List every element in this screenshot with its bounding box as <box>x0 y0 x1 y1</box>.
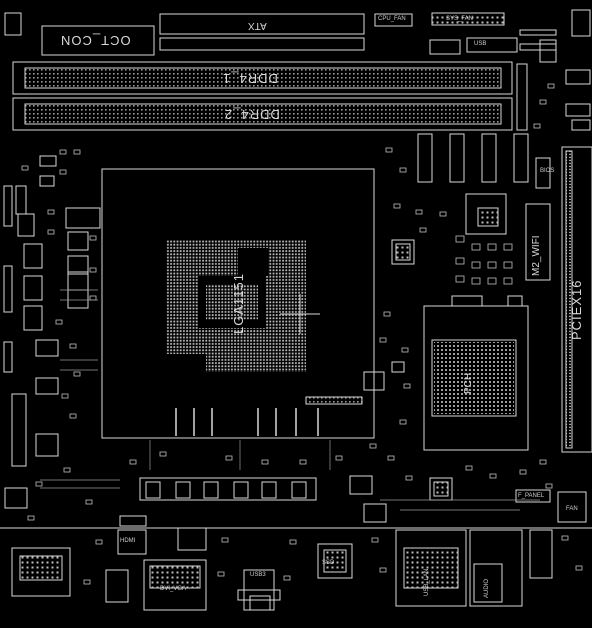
fan-label: FAN <box>566 506 578 512</box>
usb3-label: USB3 <box>250 572 266 578</box>
rear-usb-connector <box>11 547 71 597</box>
usb-lan-connector <box>395 529 467 607</box>
ddr4-slot-1 <box>12 61 513 95</box>
cpu-fan-label: CPU_FAN <box>378 16 406 22</box>
pcb-traces <box>40 289 540 511</box>
sys-fan-label: SYS_FAN <box>446 16 474 22</box>
cpu-socket <box>101 168 375 439</box>
audio-connector <box>469 529 523 607</box>
dvi-vga-label: DVI_VGA <box>160 586 187 592</box>
audio-label: AUDIO <box>484 578 490 598</box>
rear-usb-label: USB <box>474 41 487 47</box>
atx-label: ATX <box>248 20 267 31</box>
cpu-ball-grid <box>166 240 306 372</box>
usb-lan-label: USB_LAN <box>424 568 430 596</box>
cpu-socket-label: LGA1151 <box>231 273 246 334</box>
ssd-label: SSD <box>322 560 335 566</box>
ddr4-1-label: DDR4_1 <box>222 71 278 86</box>
top-left-component <box>4 12 22 36</box>
pch-chip <box>431 339 517 417</box>
bios-label: BIOS <box>540 168 555 174</box>
ddr4-2-label: DDR4_2 <box>224 107 280 122</box>
hdmi-label: HDMI <box>120 538 136 544</box>
ddr4-slot-2 <box>12 97 513 131</box>
sata-block <box>139 477 317 501</box>
pcie-x16-label: PCIEX16 <box>569 279 584 340</box>
m2-wifi-label: M2_WIFI <box>531 235 542 276</box>
oct-con-header <box>41 25 155 56</box>
atx-connector <box>159 13 365 35</box>
f-panel-label: F_PANEL <box>518 493 545 499</box>
oct-con-label: OCT_CON <box>60 33 131 48</box>
m2-wifi-slot <box>525 203 551 281</box>
dvi-vga-connector <box>143 559 207 611</box>
pcie-x16-slot <box>561 146 592 453</box>
smd-components <box>21 83 583 585</box>
pch-label: PCH <box>463 372 474 394</box>
